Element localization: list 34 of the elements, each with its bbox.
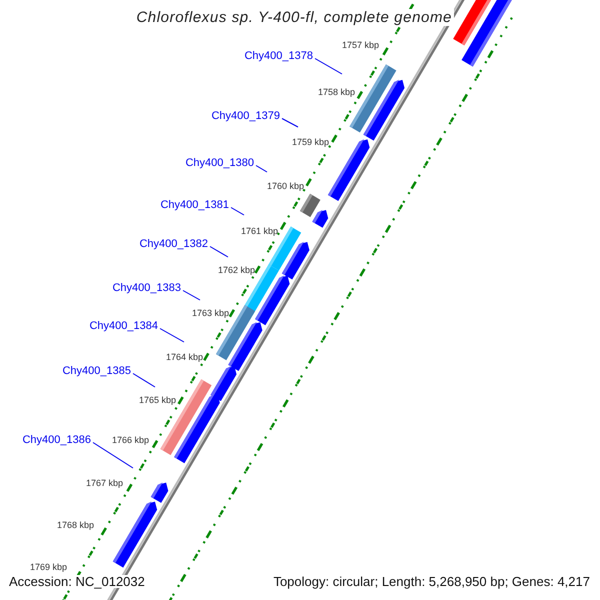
- gene-label: Chy400_1383: [112, 283, 181, 294]
- position-label: 1769 kbp: [30, 563, 67, 572]
- genome-summary: Topology: circular; Length: 5,268,950 bp; Genes: 4,217: [273, 575, 590, 588]
- gene-label: Chy400_1380: [185, 158, 254, 169]
- position-label: 1765 kbp: [138, 396, 176, 405]
- position-label: 1757 kbp: [342, 41, 379, 50]
- leader-line: [210, 246, 228, 258]
- position-label: 1768 kbp: [56, 521, 94, 530]
- leader-line: [92, 442, 134, 468]
- gene-label: Chy400_1384: [89, 321, 158, 332]
- leader-line: [256, 165, 268, 172]
- position-label: 1761 kbp: [240, 227, 278, 236]
- position-label: 1764 kbp: [166, 353, 203, 362]
- leader-line: [132, 373, 156, 388]
- leader-line: [182, 290, 200, 300]
- gene-label: Chy400_1381: [160, 200, 229, 211]
- gene-label: Chy400_1385: [62, 366, 131, 377]
- position-label: 1762 kbp: [218, 266, 255, 275]
- position-label: 1759 kbp: [292, 138, 329, 147]
- position-label: 1760 kbp: [266, 182, 304, 191]
- accession-label: Accession: NC_012032: [9, 575, 145, 588]
- leader-line: [230, 207, 244, 216]
- gene-label: Chy400_1386: [22, 435, 91, 446]
- leader-line: [160, 328, 184, 342]
- position-label: 1763 kbp: [192, 309, 229, 318]
- gene-label: Chy400_1382: [139, 239, 208, 250]
- position-label: 1767 kbp: [86, 479, 123, 488]
- gene-label: Chy400_1379: [211, 111, 280, 122]
- leader-line: [282, 118, 298, 128]
- map-title: Chloroflexus sp. Y-400-fl, complete genome: [134, 9, 454, 26]
- position-label: 1766 kbp: [112, 436, 149, 445]
- leader-line: [314, 58, 342, 74]
- gene-label: Chy400_1378: [244, 51, 313, 62]
- position-label: 1758 kbp: [318, 88, 355, 97]
